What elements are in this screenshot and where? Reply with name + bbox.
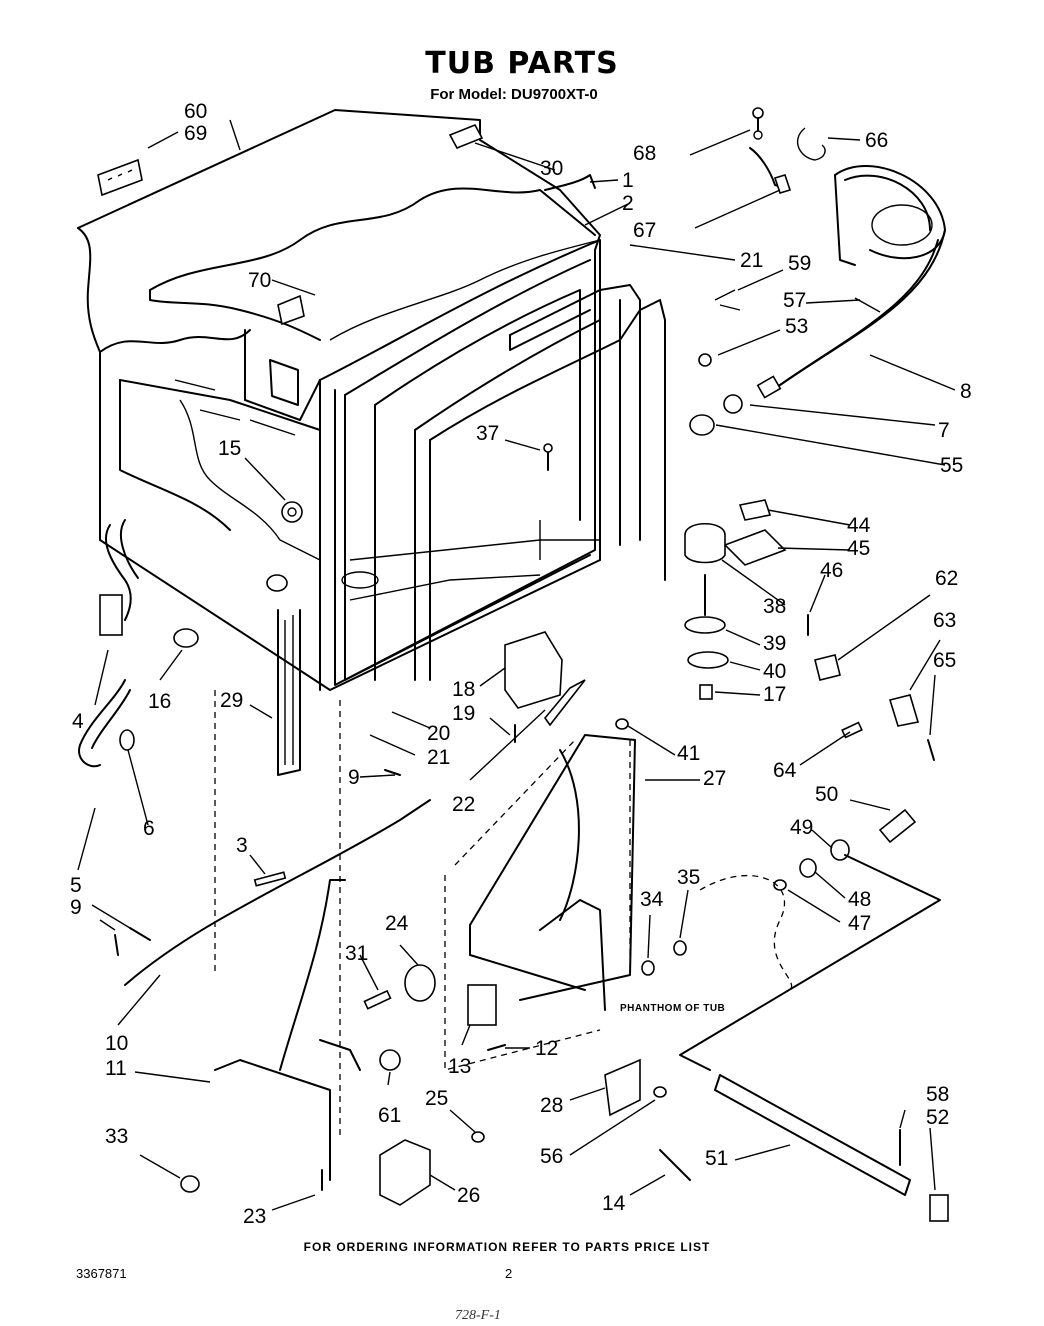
callout-31: 31 — [345, 942, 368, 965]
callout-68: 68 — [633, 142, 656, 165]
callout-7: 7 — [938, 419, 950, 442]
model-subtitle: For Model: DU9700XT-0 — [430, 86, 598, 103]
callout-24: 24 — [385, 912, 409, 935]
callout-44: 44 — [847, 514, 871, 537]
callout-9b: 9 — [70, 896, 82, 919]
callout-10: 10 — [105, 1032, 128, 1055]
callout-28: 28 — [540, 1094, 563, 1117]
callout-29: 29 — [220, 689, 243, 712]
callout-34: 34 — [640, 888, 664, 911]
callout-13: 13 — [448, 1055, 471, 1078]
callout-5: 5 — [70, 874, 82, 897]
callout-59: 59 — [788, 252, 811, 275]
callout-20: 20 — [427, 722, 450, 745]
callout-41: 41 — [677, 742, 700, 765]
callout-25: 25 — [425, 1087, 448, 1110]
callout-labels: 60 69 30 68 66 1 2 67 70 21 59 57 53 8 7… — [70, 100, 972, 1228]
callout-50: 50 — [815, 783, 838, 806]
callout-9: 9 — [348, 766, 360, 789]
callout-63: 63 — [933, 609, 956, 632]
callout-52: 52 — [926, 1106, 949, 1129]
callout-30: 30 — [540, 157, 563, 180]
callout-23: 23 — [243, 1205, 266, 1228]
document-number: 3367871 — [76, 1266, 127, 1281]
leader-lines — [77, 119, 956, 1211]
callout-65: 65 — [933, 649, 956, 672]
callout-27: 27 — [703, 767, 726, 790]
callout-21: 21 — [740, 249, 763, 272]
callout-2: 2 — [622, 192, 634, 215]
callout-8: 8 — [960, 380, 972, 403]
callout-22: 22 — [452, 793, 475, 816]
callout-62: 62 — [935, 567, 958, 590]
tub-outline — [77, 109, 666, 776]
callout-69: 69 — [184, 122, 207, 145]
callout-49: 49 — [790, 816, 813, 839]
callout-14: 14 — [602, 1192, 626, 1215]
callout-35: 35 — [677, 866, 700, 889]
callout-48: 48 — [848, 888, 871, 911]
callout-40: 40 — [763, 660, 786, 683]
callout-55: 55 — [940, 454, 963, 477]
callout-45: 45 — [847, 537, 870, 560]
callout-11: 11 — [105, 1057, 127, 1080]
callout-4: 4 — [72, 710, 84, 733]
callout-46: 46 — [820, 559, 843, 582]
callout-67: 67 — [633, 219, 656, 242]
callout-64: 64 — [773, 759, 797, 782]
callout-16: 16 — [148, 690, 171, 713]
callout-3: 3 — [236, 834, 248, 857]
callout-38: 38 — [763, 595, 786, 618]
callout-26: 26 — [457, 1184, 480, 1207]
callout-56: 56 — [540, 1145, 563, 1168]
callout-33: 33 — [105, 1125, 128, 1148]
handwritten-note: 728-F-1 — [455, 1308, 501, 1323]
callout-39: 39 — [763, 632, 786, 655]
callout-51: 51 — [705, 1147, 728, 1170]
callout-47: 47 — [848, 912, 871, 935]
callout-58: 58 — [926, 1083, 949, 1106]
callout-70: 70 — [248, 269, 271, 292]
callout-19: 19 — [452, 702, 475, 725]
page-number: 2 — [505, 1266, 513, 1281]
parts — [78, 107, 949, 1222]
page-title: TUB PARTS — [425, 46, 619, 81]
callout-53: 53 — [785, 315, 808, 338]
phantom-label: PHANTHOM OF TUB — [620, 1003, 725, 1014]
callout-6: 6 — [143, 817, 155, 840]
callout-57: 57 — [783, 289, 806, 312]
callout-12: 12 — [535, 1037, 558, 1060]
callout-1: 1 — [622, 169, 634, 192]
ordering-footer: FOR ORDERING INFORMATION REFER TO PARTS … — [303, 1240, 711, 1254]
callout-18: 18 — [452, 678, 475, 701]
callout-37: 37 — [476, 422, 499, 445]
callout-66: 66 — [865, 129, 888, 152]
callout-21b: 21 — [427, 746, 450, 769]
callout-17: 17 — [763, 683, 786, 706]
callout-15: 15 — [218, 437, 241, 460]
callout-60: 60 — [184, 100, 207, 123]
callout-61: 61 — [378, 1104, 401, 1127]
